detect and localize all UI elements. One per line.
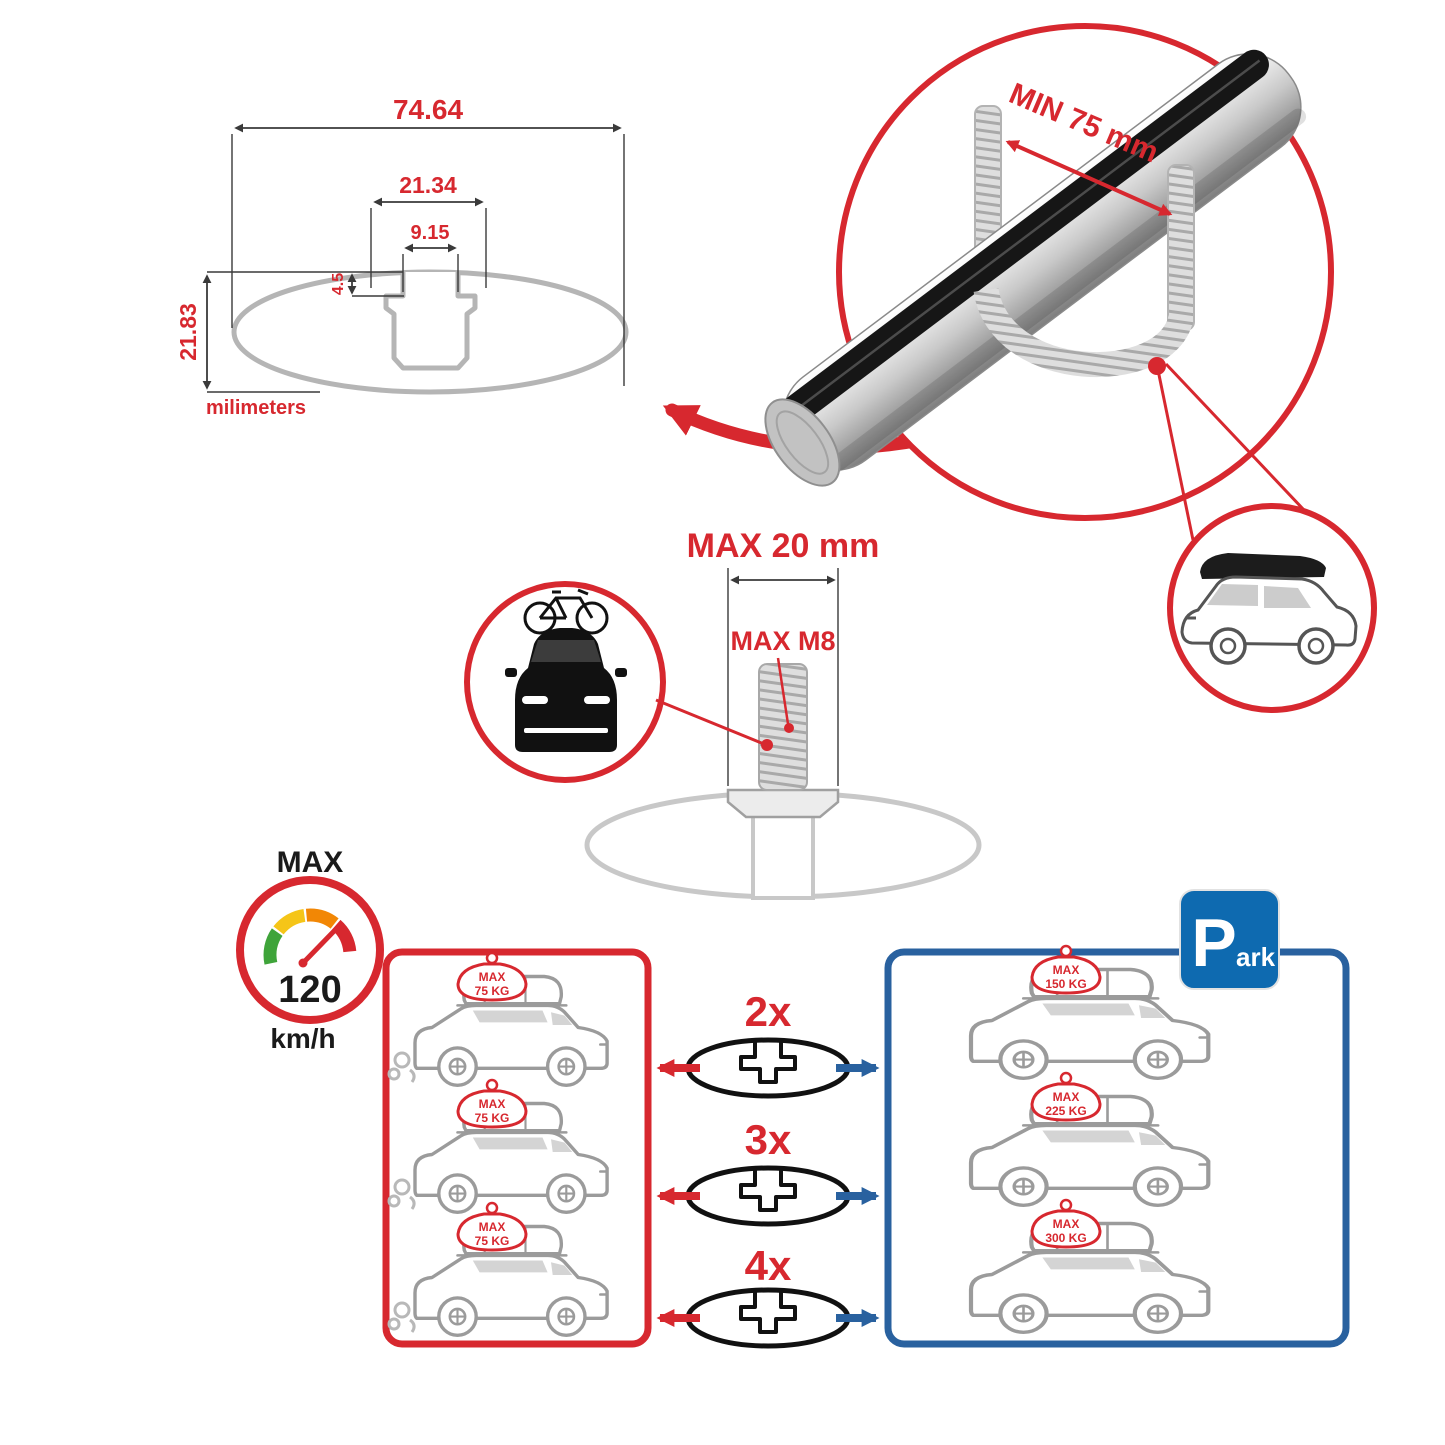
threaded-stud <box>758 663 808 791</box>
parking-sign-letter: P <box>1191 905 1236 981</box>
t-slot-plate <box>726 788 840 819</box>
quantity-label: 2x <box>745 988 792 1035</box>
roof-box-icon <box>1200 553 1326 579</box>
exhaust-icon <box>387 1301 416 1334</box>
tag-title: MAX <box>1053 1090 1080 1104</box>
thread-pointer-dot <box>784 723 794 733</box>
exhaust-icon <box>387 1051 416 1084</box>
bike-callout-line <box>655 698 765 746</box>
parking-sign-rest: ark <box>1236 942 1276 972</box>
u-bolt-right-rod <box>1167 164 1195 331</box>
tag-title: MAX <box>1053 963 1080 977</box>
tag-value: 75 KG <box>475 1111 510 1125</box>
crossbar-section-icon <box>685 1165 851 1227</box>
tag-value: 300 KG <box>1045 1231 1086 1245</box>
speed-limit-gauge: MAX 120 km/h <box>236 846 384 1054</box>
tag-title: MAX <box>479 1220 506 1234</box>
speed-value: 120 <box>278 969 341 1011</box>
thread-pointer-line <box>776 657 790 725</box>
driving-panel-border <box>382 948 652 1348</box>
parked-panel: MAX 150 KG MAX 225 KG MAX 300 KG P ark <box>884 889 1350 1348</box>
callout-line-left <box>1156 369 1195 541</box>
dim-total-height: 21.83 <box>175 303 201 361</box>
crossbar-section-icon <box>685 1037 851 1099</box>
speed-max-label: MAX <box>277 846 344 879</box>
dim-slot-depth: 4.5 <box>330 273 347 295</box>
max-width-label: MAX 20 mm <box>687 527 880 565</box>
speed-unit: km/h <box>270 1023 335 1054</box>
quantity-label: 4x <box>745 1242 792 1289</box>
roofbox-car-circle <box>1167 503 1377 713</box>
dim-slot-width: 9.15 <box>411 222 450 244</box>
bolt-detail-section: MAX 20 mm MAX M8 <box>584 527 982 900</box>
parking-sign: P ark <box>1179 889 1280 990</box>
tag-value: 75 KG <box>475 1234 510 1248</box>
quantity-label: 3x <box>745 1116 792 1163</box>
min-span-arrow <box>1005 140 1173 216</box>
driving-panel: MAX 75 KG MAX 75 KG MAX 75 KG <box>382 948 652 1348</box>
car-front-icon <box>505 628 627 752</box>
parked-panel-border <box>884 948 1350 1348</box>
load-tag: MAX 225 KG <box>1030 1071 1102 1122</box>
tag-value: 75 KG <box>475 984 510 998</box>
gauge-circle <box>236 876 384 1024</box>
dim-plateau-width: 21.34 <box>399 172 457 198</box>
quantity-rows: 2x 3x 4x <box>656 988 880 1349</box>
tag-title: MAX <box>479 970 506 984</box>
load-tag: MAX 300 KG <box>1030 1198 1102 1249</box>
load-tag: MAX 75 KG <box>456 1201 528 1252</box>
dim-total-width: 74.64 <box>393 94 463 125</box>
bar-detail-circle: MIN 75 mm <box>764 23 1340 548</box>
bike-callout-dot <box>761 739 773 751</box>
exhaust-icon <box>387 1178 416 1211</box>
load-tag: MAX 75 KG <box>456 1078 528 1129</box>
parking-sign-plate <box>1179 889 1280 990</box>
u-bolt-strap <box>973 287 1194 377</box>
cross-section-diagram: 74.64 21.34 9.15 4.5 21.83 milimeters <box>175 94 629 419</box>
tag-title: MAX <box>1053 1217 1080 1231</box>
callout-dot <box>1148 357 1166 375</box>
bolt-foot <box>751 814 815 900</box>
bar-profile-channel <box>383 272 478 371</box>
tag-value: 150 KG <box>1045 977 1086 991</box>
bicycle-icon <box>523 588 609 635</box>
tag-title: MAX <box>479 1097 506 1111</box>
gauge-hub <box>298 958 308 968</box>
gauge-needle <box>301 924 341 965</box>
load-tag: MAX 150 KG <box>1030 944 1102 995</box>
max-thread-label: MAX M8 <box>730 626 835 656</box>
crossbar-section-icon <box>685 1287 851 1349</box>
roofbox-car-art <box>1180 553 1358 665</box>
tag-value: 225 KG <box>1045 1104 1086 1118</box>
load-tag: MAX 75 KG <box>456 951 528 1002</box>
unit-label: milimeters <box>206 397 306 419</box>
bike-car-circle <box>464 581 773 783</box>
